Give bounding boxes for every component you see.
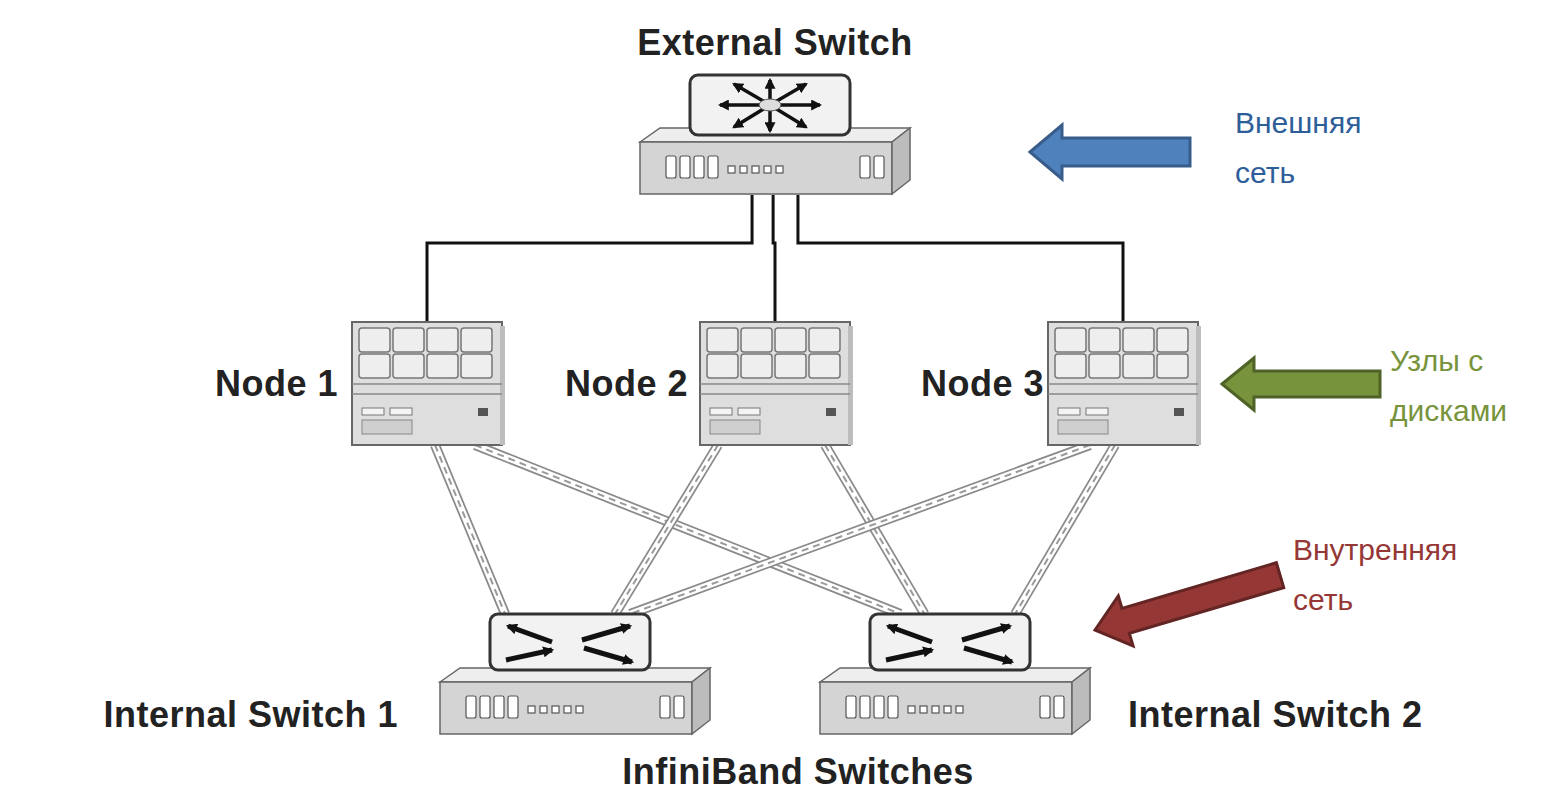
cable-outline	[825, 445, 925, 614]
cable-fill	[435, 445, 505, 614]
cable-dash	[630, 445, 1090, 614]
infiniband-cable	[630, 445, 1090, 614]
infiniband-cable	[825, 445, 925, 614]
cable-line	[427, 195, 752, 322]
external-switch: External Switch	[640, 75, 910, 195]
cable-outline	[630, 445, 1090, 614]
cable-dash	[1015, 445, 1115, 614]
red-arrow	[1088, 550, 1288, 655]
infiniband-cable	[1015, 445, 1115, 614]
cable-dash	[435, 445, 505, 614]
cable-fill	[825, 445, 925, 614]
blue-arrow	[1030, 125, 1190, 179]
cable-outline	[1015, 445, 1115, 614]
cable-line	[798, 195, 1123, 322]
cable-line	[773, 195, 775, 322]
annotation: Узлы с дисками	[1390, 336, 1535, 435]
cable-fill	[1015, 445, 1115, 614]
annotation: Внешняя сеть	[1235, 98, 1395, 197]
internal-switch: Internal Switch 2	[820, 612, 1088, 735]
device-label: Node 2	[565, 364, 688, 404]
device-label: Internal Switch 2	[1128, 695, 1423, 735]
ethernet-cable	[427, 195, 752, 322]
annotation: Внутренняя сеть	[1293, 525, 1493, 624]
disk-node: Node 1	[352, 322, 502, 445]
ethernet-cable	[798, 195, 1123, 322]
device-label: Node 1	[215, 364, 338, 404]
disk-node: Node 3	[1048, 322, 1198, 445]
cable-outline	[435, 445, 505, 614]
green-arrow	[1222, 358, 1380, 410]
ethernet-cable	[773, 195, 775, 322]
cable-fill	[630, 445, 1090, 614]
cable-dash	[825, 445, 925, 614]
disk-node: Node 2	[700, 322, 850, 445]
infiniband-cable	[435, 445, 505, 614]
group-title: InfiniBand Switches	[578, 752, 1018, 792]
device-label: Internal Switch 1	[103, 695, 398, 735]
internal-switch: Internal Switch 1	[440, 612, 708, 735]
device-label: Node 3	[921, 364, 1044, 404]
device-label: External Switch	[637, 23, 913, 63]
